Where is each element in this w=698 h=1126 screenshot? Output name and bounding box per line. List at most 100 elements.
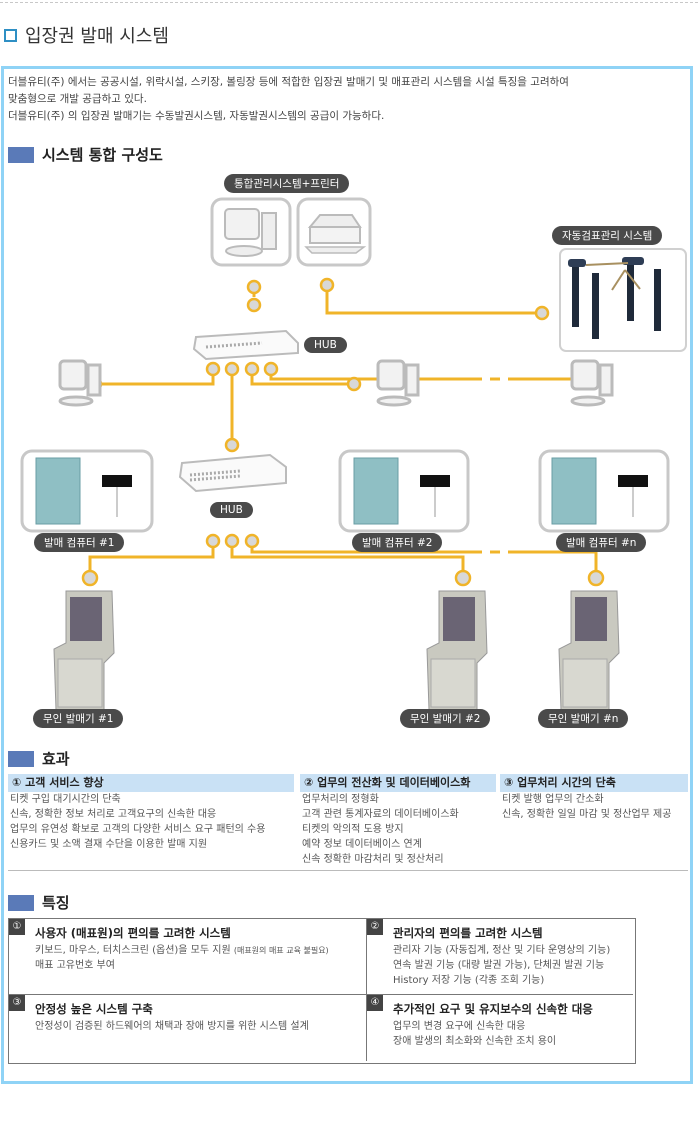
feature-cell: ④ 추가적인 요구 및 유지보수의 신속한 대응 업무의 변경 요구에 신속한 … [367, 995, 633, 1061]
feature-item: 장애 발생의 최소화와 신속한 조치 용이 [393, 1036, 557, 1047]
effect-item: 티켓 발행 업무의 간소화 [502, 794, 604, 805]
feature-item: 업무의 변경 요구에 신속한 대응 [393, 1021, 526, 1032]
features-table: ① 사용자 (매표원)의 편의를 고려한 시스템 키보드, 마우스, 터치스크린… [8, 918, 636, 1064]
effect-item: 티켓 구입 대기시간의 단축 [10, 794, 121, 805]
feature-item: 매표 고유번호 부여 [35, 960, 115, 971]
node [454, 569, 472, 587]
label-hub-1: HUB [304, 337, 347, 353]
pos-computer-icon [338, 449, 470, 533]
hub-icon [178, 453, 287, 493]
feature-item: 키보드, 마우스, 터치스크린 (옵션)을 모두 지원 (매표원의 매표 교육 … [35, 943, 329, 958]
node [263, 361, 279, 377]
node [205, 361, 221, 377]
label-pc-1: 발매 컴퓨터 #1 [34, 533, 125, 552]
feature-title: 관리자의 편의를 고려한 시스템 [393, 926, 543, 940]
intro-line: 더블유티(주) 의 입장권 발매기는 수동발권시스템, 자동발권시스템의 공급이… [8, 110, 385, 122]
kiosk-icon [426, 590, 488, 711]
connection-nodes [81, 277, 605, 587]
intro-line: 맞춤형으로 개발 공급하고 있다. [8, 93, 147, 105]
top-divider [0, 2, 698, 3]
intro-text: 더블유티(주) 에서는 공공시설, 위락시설, 스키장, 볼링장 등에 적합한 … [8, 74, 688, 125]
system-diagram: 통합관리시스템+프린터 자동검표관리 시스템 HUB HUB 발매 컴퓨터 #1… [0, 165, 698, 745]
node [224, 437, 240, 453]
section-marker-icon [8, 750, 34, 767]
effect-item: 고객 관련 통계자료의 데이터베이스화 [302, 809, 459, 820]
link-printer-gate [325, 285, 542, 315]
feature-cell: ③ 안정성 높은 시스템 구축 안정성이 검증된 하드웨어의 채택과 장애 방지… [9, 995, 367, 1061]
page-title-text: 입장권 발매 시스템 [25, 26, 169, 47]
node [246, 297, 262, 313]
node [205, 533, 221, 549]
title-bullet-icon [4, 28, 17, 42]
node [319, 277, 335, 293]
node [246, 279, 262, 295]
effect-item: 예약 정보 데이터베이스 연계 [302, 839, 422, 850]
pos-computer-icon [538, 449, 670, 533]
page-title: 입장권 발매 시스템 [4, 22, 169, 48]
label-kiosk-1: 무인 발매기 #1 [33, 709, 124, 728]
feature-title: 안정성 높은 시스템 구축 [35, 1002, 153, 1016]
kiosk-icon [558, 590, 620, 711]
feature-title: 사용자 (매표원)의 편의를 고려한 시스템 [35, 926, 231, 940]
label-central-system: 통합관리시스템+프린터 [224, 174, 350, 193]
link-hub-pc1 [95, 369, 215, 386]
monitor-icon [376, 359, 420, 407]
feature-number-badge: ① [9, 919, 25, 935]
monitor-icon [58, 359, 102, 407]
node [224, 361, 240, 377]
feature-title: 추가적인 요구 및 유지보수의 신속한 대응 [393, 1002, 593, 1016]
printer-icon [296, 197, 372, 267]
feature-item: 안정성이 검증된 하드웨어의 채택과 장애 방지를 위한 시스템 설계 [35, 1021, 309, 1032]
label-hub-2: HUB [210, 502, 253, 518]
node [244, 533, 260, 549]
hub-icon [192, 329, 299, 361]
feature-item: History 저장 기능 (각종 조회 기능) [393, 975, 545, 986]
label-pc-n: 발매 컴퓨터 #n [556, 533, 647, 552]
diagram-heading-text: 시스템 통합 구성도 [42, 146, 163, 164]
features-heading: 특징 [8, 892, 70, 913]
label-pc-2: 발매 컴퓨터 #2 [352, 533, 443, 552]
feature-note: (매표원의 매표 교육 불필요) [233, 946, 329, 955]
effect-column: ① 고객 서비스 향상 티켓 구입 대기시간의 단축 신속, 정확한 정보 처리… [8, 774, 294, 852]
link-hub2-kioskn-b [508, 550, 598, 571]
effects-section: ① 고객 서비스 향상 티켓 구입 대기시간의 단축 신속, 정확한 정보 처리… [8, 774, 688, 871]
kiosk-icon [53, 590, 115, 711]
diagram-heading: 시스템 통합 구성도 [8, 144, 163, 165]
effect-item: 신속, 정확한 일일 마감 및 정산업무 제공 [502, 809, 672, 820]
node [81, 569, 99, 587]
label-gate-system: 자동검표관리 시스템 [552, 226, 663, 245]
effects-heading-text: 효과 [42, 750, 70, 768]
section-marker-icon [8, 146, 34, 163]
effect-item: 티켓의 악의적 도용 방지 [302, 824, 404, 835]
effect-title: ② 업무의 전산화 및 데이터베이스화 [300, 774, 496, 792]
effect-item: 신용카드 및 소액 결재 수단을 이용한 발매 지원 [10, 839, 208, 850]
feature-item-text: 키보드, 마우스, 터치스크린 (옵션)을 모두 지원 [35, 945, 231, 956]
node [534, 305, 550, 321]
effect-column: ③ 업무처리 시간의 단축 티켓 발행 업무의 간소화 신속, 정확한 일일 마… [500, 774, 688, 822]
feature-item: 연속 발권 기능 (대량 발권 가능), 단체권 발권 기능 [393, 960, 605, 971]
effect-column: ② 업무의 전산화 및 데이터베이스화 업무처리의 정형화 고객 관련 통계자료… [300, 774, 496, 867]
feature-number-badge: ② [367, 919, 383, 935]
feature-number-badge: ④ [367, 995, 383, 1011]
node [346, 376, 362, 392]
intro-line: 더블유티(주) 에서는 공공시설, 위락시설, 스키장, 볼링장 등에 적합한 … [8, 76, 569, 88]
monitor-icon [570, 359, 614, 407]
effect-title: ③ 업무처리 시간의 단축 [500, 774, 688, 792]
node [244, 361, 260, 377]
link-hub2-kiosk2 [230, 541, 465, 571]
effect-item: 업무처리의 정형화 [302, 794, 379, 805]
feature-number-badge: ③ [9, 995, 25, 1011]
effect-title: ① 고객 서비스 향상 [8, 774, 294, 792]
turnstile-gate-icon [559, 248, 687, 352]
effect-item: 신속 정확한 마감처리 및 정산처리 [302, 854, 444, 865]
features-heading-text: 특징 [42, 894, 70, 912]
feature-cell: ② 관리자의 편의를 고려한 시스템 관리자 기능 (자동집계, 정산 및 기타… [367, 919, 633, 995]
label-kiosk-n: 무인 발매기 #n [538, 709, 629, 728]
link-hub2-kiosk1 [88, 541, 215, 571]
label-kiosk-2: 무인 발매기 #2 [400, 709, 491, 728]
diagram-svg [20, 197, 687, 711]
feature-cell: ① 사용자 (매표원)의 편의를 고려한 시스템 키보드, 마우스, 터치스크린… [9, 919, 367, 995]
pos-computer-icon [20, 449, 154, 533]
effect-item: 업무의 유연성 확보로 고객의 다양한 서비스 요구 패턴의 수용 [10, 824, 266, 835]
node [224, 533, 240, 549]
